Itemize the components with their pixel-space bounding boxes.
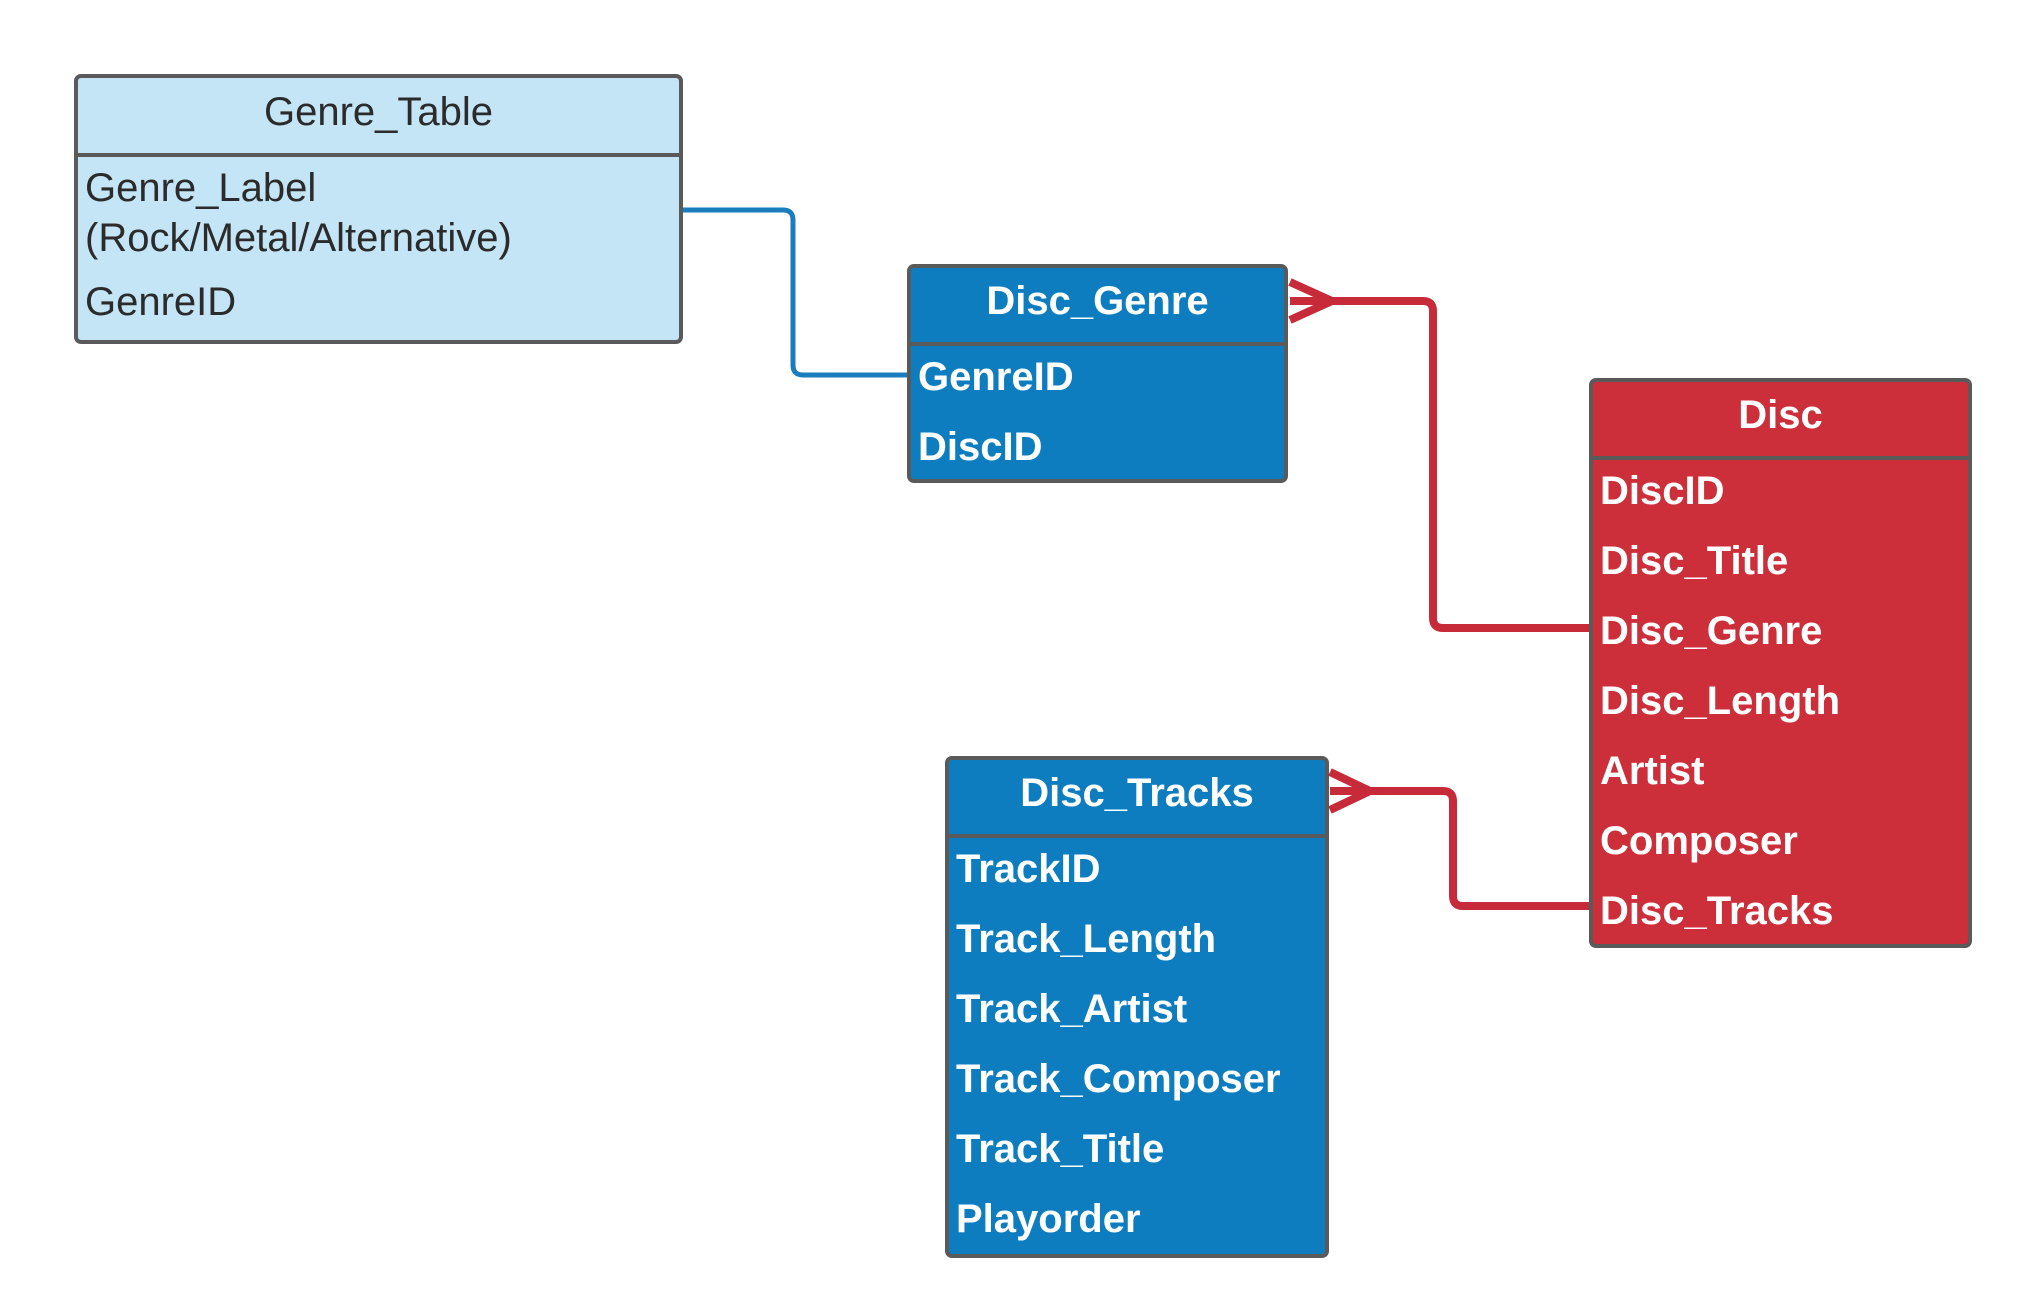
field-disc-id: DiscID [1600, 469, 1725, 513]
connector-disc-to-disc-genre [1332, 297, 1589, 632]
entity-title: Genre_Table [78, 78, 679, 157]
field-disc-id: DiscID [918, 425, 1043, 469]
entity-title: Disc_Genre [911, 268, 1284, 346]
field-genre-id: GenreID [918, 355, 1074, 399]
entity-disc[interactable]: Disc DiscID Disc_Title Disc_Genre Disc_L… [1589, 378, 1972, 948]
crows-foot-disc-genre [1288, 278, 1336, 324]
field-disc-tracks: Disc_Tracks [1600, 889, 1834, 933]
field-composer: Composer [1600, 819, 1798, 863]
field-track-title: Track_Title [956, 1127, 1165, 1171]
crows-foot-disc-tracks [1328, 768, 1374, 814]
field-track-id: TrackID [956, 847, 1101, 891]
field-artist: Artist [1600, 749, 1705, 793]
entity-title: Disc [1593, 382, 1968, 460]
field-genre-id: GenreID [85, 280, 237, 324]
connector-genre-table-to-disc-genre [683, 207, 907, 378]
field-genre-label: Genre_Label (Rock/Metal/Alternative) [85, 166, 512, 260]
entity-disc-tracks[interactable]: Disc_Tracks TrackID Track_Length Track_A… [945, 756, 1329, 1258]
entity-genre-table[interactable]: Genre_Table Genre_Label (Rock/Metal/Alte… [74, 74, 683, 344]
field-disc-title: Disc_Title [1600, 539, 1789, 583]
field-playorder: Playorder [956, 1197, 1141, 1241]
field-track-composer: Track_Composer [956, 1057, 1281, 1101]
entity-title: Disc_Tracks [949, 760, 1325, 838]
connector-disc-to-disc-tracks [1370, 787, 1589, 910]
field-track-length: Track_Length [956, 917, 1217, 961]
entity-disc-genre[interactable]: Disc_Genre GenreID DiscID [907, 264, 1288, 483]
field-disc-length: Disc_Length [1600, 679, 1841, 723]
field-track-artist: Track_Artist [956, 987, 1188, 1031]
field-disc-genre: Disc_Genre [1600, 609, 1823, 653]
